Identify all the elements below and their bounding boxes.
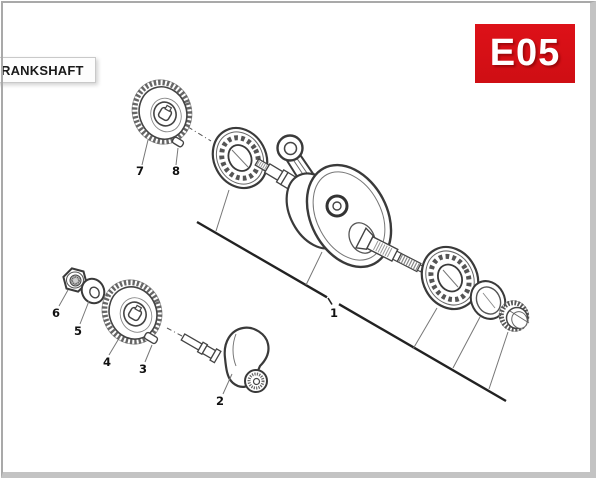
leader-lines <box>58 139 509 395</box>
callout-7: 7 <box>136 164 144 178</box>
callout-5: 5 <box>74 324 82 338</box>
balancer-washer <box>80 277 106 305</box>
balancer-key <box>143 331 159 345</box>
callout-2: 2 <box>216 394 224 408</box>
section-title-box: RANKSHAFT <box>0 57 96 83</box>
callout-8: 8 <box>172 164 180 178</box>
section-code: E05 <box>489 32 561 74</box>
drive-pinion <box>498 300 530 332</box>
balancer-nut <box>62 267 88 293</box>
main-bearing-right <box>420 245 480 311</box>
callout-4: 4 <box>103 355 111 369</box>
callout-1: 1 <box>330 306 338 320</box>
callout-3: 3 <box>139 362 147 376</box>
section-title: RANKSHAFT <box>1 62 84 78</box>
assembly-bracket <box>196 220 507 403</box>
oil-seal <box>469 280 507 320</box>
gear-key <box>171 136 185 148</box>
primary-drive-gear <box>131 79 193 145</box>
section-code-badge: E05 <box>475 24 575 83</box>
callout-6: 6 <box>52 306 60 320</box>
balancer-gear <box>101 279 163 345</box>
crankshaft <box>254 134 425 273</box>
main-bearing-left <box>211 126 269 190</box>
balancer-shaft <box>180 326 270 393</box>
